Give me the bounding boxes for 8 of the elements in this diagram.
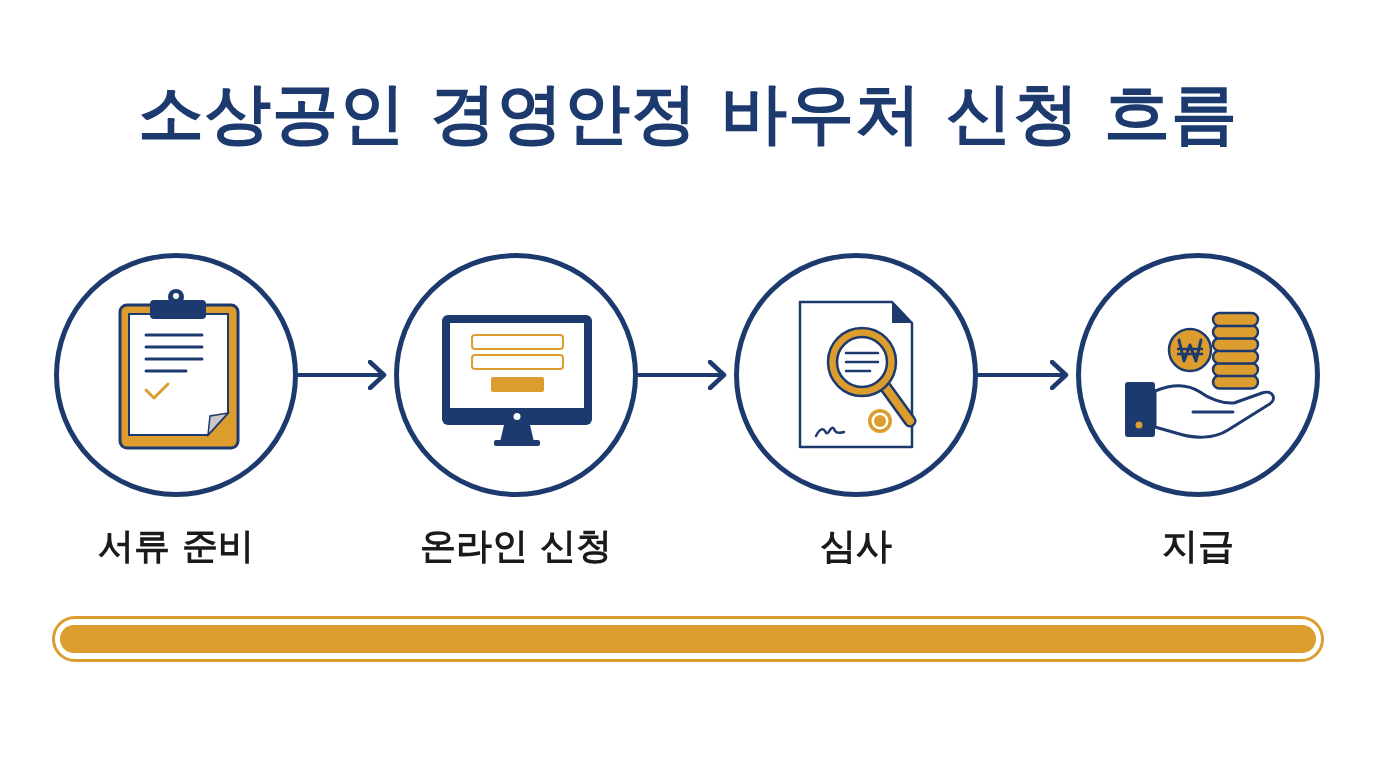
step-label: 온라인 신청: [419, 524, 613, 568]
arrow: [638, 359, 727, 391]
step-label: 심사: [820, 524, 892, 568]
arrow: [298, 359, 387, 391]
diagram-title: 소상공인 경영안정 바우처 신청 흐름: [137, 78, 1239, 151]
arrow: [978, 359, 1069, 391]
step-label: 지급: [1162, 524, 1234, 568]
step-label: 서류 준비: [97, 524, 255, 568]
